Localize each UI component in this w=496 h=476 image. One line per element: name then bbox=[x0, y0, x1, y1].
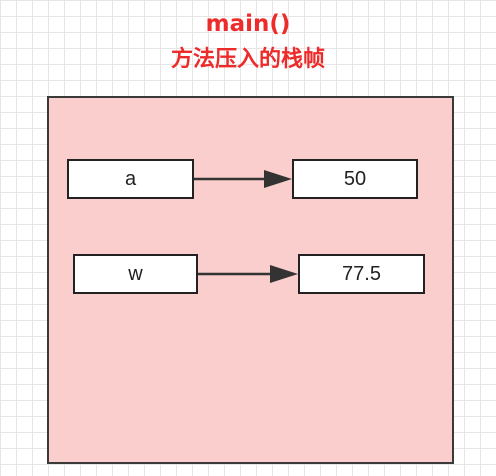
variable-box-a: a bbox=[67, 159, 194, 199]
variable-box-w: w bbox=[73, 254, 198, 294]
stack-frame-caption: 方法压入的栈帧 bbox=[170, 47, 325, 72]
value-box-a: 50 bbox=[292, 159, 418, 199]
arrow-w-to-value bbox=[198, 265, 298, 283]
method-title: main() bbox=[205, 11, 291, 37]
value-box-w: 77.5 bbox=[298, 254, 425, 294]
arrow-a-to-value bbox=[194, 170, 292, 188]
